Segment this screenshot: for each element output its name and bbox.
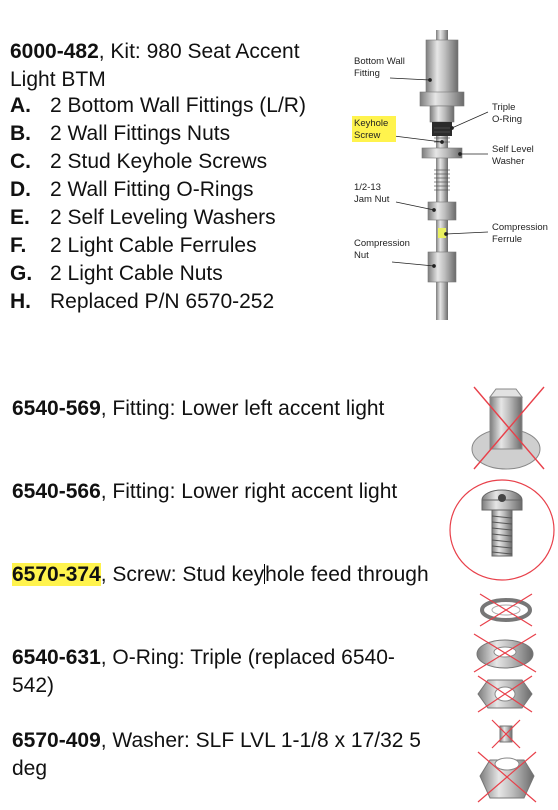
kit-item: G.2 Light Cable Nuts	[10, 262, 223, 285]
label-comp-nut-2: Nut	[354, 250, 369, 261]
part-entry: 6540-569, Fitting: Lower left accent lig…	[12, 395, 432, 451]
label-keyhole-2: Screw	[354, 130, 381, 141]
kit-item: C.2 Stud Keyhole Screws	[10, 150, 268, 173]
label-self-level-2: Washer	[492, 156, 524, 167]
label-jam-nut-1: 1/2-13	[354, 182, 381, 193]
part-number-highlighted: 6570-374	[12, 563, 101, 586]
fitting-thumbnail	[471, 386, 545, 470]
washer-thumbnail	[473, 633, 537, 673]
label-comp-nut-1: Compression	[354, 238, 410, 249]
nut-thumbnail	[477, 675, 533, 713]
compression-nut-shape	[427, 251, 457, 283]
o-ring-thumbnail	[479, 593, 533, 627]
part-number: 6570-409	[12, 729, 101, 752]
part-description: , O-Ring: Triple (replaced 6540-542)	[12, 646, 395, 697]
part-entry: 6570-374, Screw: Stud keyhole feed throu…	[12, 561, 432, 617]
part-entry: 6570-409, Washer: SLF LVL 1-1/8 x 17/32 …	[12, 727, 432, 783]
part-number: 6540-569	[12, 397, 101, 420]
screw-thumbnail	[449, 479, 555, 581]
parts-list: 6540-569, Fitting: Lower left accent lig…	[12, 395, 432, 810]
triple-o-ring-shape	[432, 122, 452, 136]
assembly-diagram: Bottom Wall Fitting Keyhole Screw Triple…	[352, 30, 548, 320]
compression-nut-thumbnail	[477, 751, 537, 803]
part-number: 6540-631	[12, 646, 101, 669]
label-bottom-wall-fitting-2: Fitting	[354, 68, 380, 79]
label-triple-2: O-Ring	[492, 114, 522, 125]
label-self-level-1: Self Level	[492, 144, 534, 155]
bottom-wall-fitting-shape	[425, 39, 459, 103]
kit-contents-list: A.2 Bottom Wall Fittings (L/R) B.2 Wall …	[10, 92, 306, 316]
kit-item: F.2 Light Cable Ferrules	[10, 234, 257, 257]
kit-item: E.2 Self Leveling Washers	[10, 206, 276, 229]
label-jam-nut-2: Jam Nut	[354, 194, 390, 205]
label-comp-ferrule-2: Ferrule	[492, 234, 522, 245]
kit-item: H.Replaced P/N 6570-252	[10, 290, 275, 313]
part-entry: 6540-631, O-Ring: Triple (replaced 6540-…	[12, 644, 432, 700]
label-comp-ferrule-1: Compression	[492, 222, 548, 233]
keyhole-label-highlight	[352, 116, 396, 142]
kit-description: , Kit: 980 Seat Accent Light BTM	[10, 40, 300, 91]
part-description-rest: hole feed through	[265, 563, 429, 586]
highlight-circle-icon	[449, 479, 555, 581]
part-description: , Fitting: Lower right accent light	[100, 480, 398, 503]
jam-nut-shape	[427, 201, 457, 221]
self-level-washer-shape	[421, 147, 463, 159]
ferrule-thumbnail	[491, 719, 521, 749]
part-description: , Washer: SLF LVL 1-1/8 x 17/32 5 deg	[12, 729, 421, 780]
part-number: 6540-566	[12, 480, 101, 503]
kit-item: B.2 Wall Fittings Nuts	[10, 122, 231, 145]
kit-item: D.2 Wall Fitting O-Rings	[10, 178, 254, 201]
part-description: , Screw: Stud key	[100, 563, 265, 586]
part-entry: 6540-566, Fitting: Lower right accent li…	[12, 478, 432, 534]
compression-ferrule-shape	[438, 228, 446, 238]
kit-part-number: 6000-482	[10, 40, 99, 63]
label-bottom-wall-fitting-1: Bottom Wall	[354, 56, 405, 67]
label-triple-1: Triple	[492, 102, 515, 113]
kit-item: A.2 Bottom Wall Fittings (L/R)	[10, 94, 306, 117]
kit-title: 6000-482, Kit: 980 Seat Accent Light BTM	[10, 38, 340, 94]
part-description: , Fitting: Lower left accent light	[100, 397, 385, 420]
label-keyhole-1: Keyhole	[354, 118, 388, 129]
text-cursor	[264, 564, 266, 584]
